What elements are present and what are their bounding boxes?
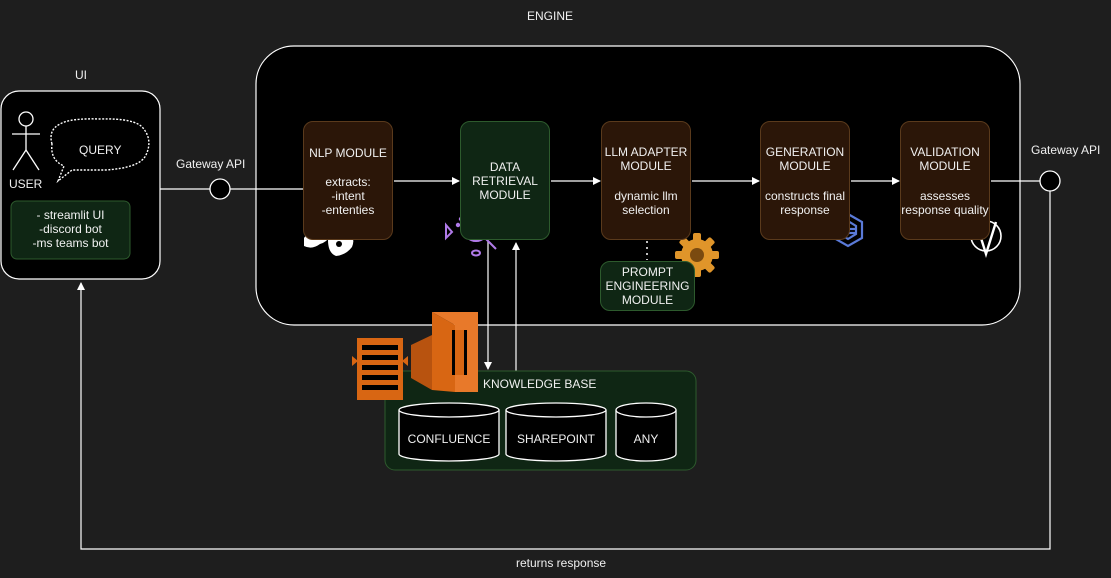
gateway-out-node [1039, 170, 1061, 192]
return-path [77, 191, 1051, 550]
cylinder-sharepoint [505, 402, 607, 462]
nlp-module-title: NLP MODULE [309, 146, 387, 160]
ui-label: UI [75, 68, 87, 82]
retrieval-module-title: RETRIEVAL [472, 174, 538, 188]
prompt-engineering-module: PROMPT ENGINEERING MODULE [600, 261, 695, 311]
validation-module: VALIDATION MODULE assesses response qual… [900, 121, 990, 240]
data-retrieval-module: DATA RETRIEVAL MODULE [460, 121, 550, 240]
nlp-module-desc: -intent [331, 189, 365, 203]
llm-adapter-module: LLM ADAPTER MODULE dynamic llm selection [601, 121, 691, 240]
query-label: QUERY [79, 143, 122, 157]
llm-module-title: MODULE [620, 159, 672, 173]
client-item: - streamlit UI [36, 208, 105, 222]
engine-title: ENGINE [527, 9, 574, 23]
prompt-module-title: ENGINEERING [605, 279, 690, 293]
store-label: ANY [633, 432, 659, 446]
generation-module: GENERATION MODULE constructs final respo… [760, 121, 850, 240]
validation-module-title: MODULE [919, 159, 971, 173]
generation-module-desc: constructs final [764, 189, 846, 203]
return-label: returns response [516, 556, 607, 570]
retrieval-module-title: MODULE [479, 188, 531, 202]
gateway-in-label: Gateway API [176, 157, 246, 171]
retrieval-module-title: DATA [489, 160, 521, 174]
nlp-module: NLP MODULE extracts: -intent -ententies [303, 121, 393, 240]
gateway-out-label: Gateway API [1031, 143, 1101, 157]
cylinder-confluence [398, 402, 500, 462]
prompt-module-title: PROMPT [621, 265, 674, 279]
validation-module-title: VALIDATION [910, 145, 980, 159]
aws-queue-icon [352, 338, 408, 400]
validation-module-desc: response quality [901, 203, 989, 217]
generation-module-title: GENERATION [765, 145, 845, 159]
nlp-module-desc: -ententies [321, 203, 375, 217]
nlp-module-desc: extracts: [325, 175, 371, 189]
client-item: -discord bot [39, 222, 102, 236]
client-list-box [10, 200, 131, 260]
speech-bubble-icon [50, 118, 150, 184]
user-label: USER [9, 177, 43, 191]
client-item: -ms teams bot [32, 236, 109, 250]
llm-module-desc: selection [622, 203, 670, 217]
validation-module-desc: assesses [919, 189, 970, 203]
store-label: SHAREPOINT [516, 432, 595, 446]
cylinder-any [615, 402, 677, 462]
gateway-in-node [209, 178, 231, 200]
generation-module-desc: response [780, 203, 830, 217]
generation-module-title: MODULE [779, 159, 831, 173]
prompt-module-title: MODULE [621, 293, 674, 307]
llm-module-title: LLM ADAPTER [604, 145, 688, 159]
aws-lambda-icon [411, 312, 478, 392]
knowledge-base-title: KNOWLEDGE BASE [483, 377, 597, 391]
user-stick-figure-icon [12, 111, 40, 171]
llm-module-desc: dynamic llm [614, 189, 678, 203]
store-label: CONFLUENCE [407, 432, 491, 446]
client-list: - streamlit UI -discord bot -ms teams bo… [11, 208, 130, 250]
